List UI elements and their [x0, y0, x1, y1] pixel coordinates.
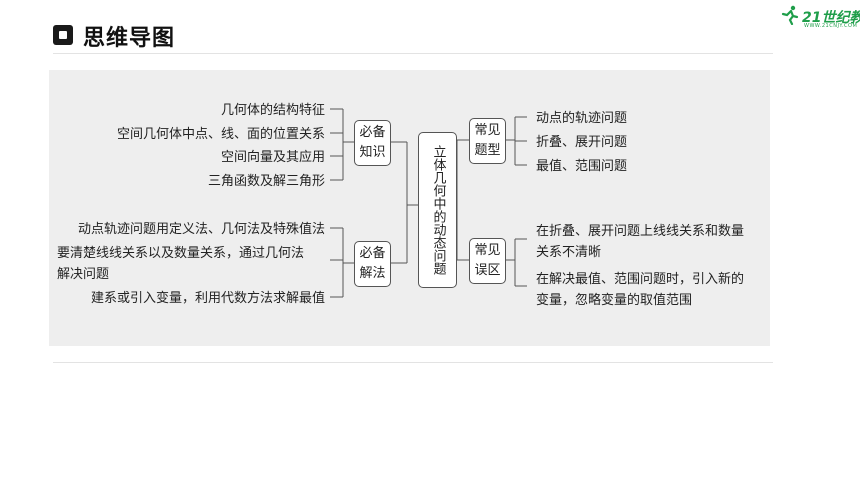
- knowledge-item: 空间几何体中点、线、面的位置关系: [116, 127, 325, 142]
- central-topic: 立体几何中的动态问题: [418, 132, 457, 288]
- footer-divider: [53, 362, 773, 363]
- node-label: 题型: [474, 143, 501, 158]
- type-item: 折叠、展开问题: [536, 135, 628, 150]
- mindmap-panel: 几何体的结构特征 空间几何体中点、线、面的位置关系 空间向量及其应用 三角函数及…: [49, 70, 770, 346]
- knowledge-item: 空间向量及其应用: [220, 150, 325, 165]
- logo-text: 21世纪教育: [802, 10, 860, 26]
- node-label: 误区: [474, 263, 501, 278]
- method-item-continued: 解决问题: [57, 267, 110, 282]
- section-icon: [53, 25, 73, 45]
- node-label: 必备: [359, 125, 386, 140]
- node-essential-knowledge: 必备 知识: [354, 120, 391, 166]
- mistake-item: 在解决最值、范围问题时，引入新的: [536, 272, 745, 287]
- node-label: 常见: [474, 123, 501, 138]
- node-label: 知识: [359, 145, 386, 160]
- mistake-item-continued: 关系不清晰: [536, 245, 602, 260]
- node-common-types: 常见 题型: [469, 118, 506, 164]
- page-title: 思维导图: [83, 26, 176, 51]
- brand-logo: 21世纪教育 WWW.21CNJY.COM: [778, 3, 860, 29]
- node-essential-methods: 必备 解法: [354, 241, 391, 287]
- node-label: 必备: [359, 246, 386, 261]
- method-item: 要清楚线线关系以及数量关系，通过几何法: [57, 246, 305, 261]
- node-label: 解法: [359, 266, 386, 281]
- node-label: 常见: [474, 243, 501, 258]
- header-divider: [53, 53, 773, 54]
- method-item: 建系或引入变量，利用代数方法求解最值: [90, 291, 325, 306]
- method-item: 动点轨迹问题用定义法、几何法及特殊值法: [77, 222, 325, 237]
- mindmap-connectors: [330, 108, 527, 298]
- knowledge-item: 三角函数及解三角形: [207, 174, 325, 189]
- type-item: 动点的轨迹问题: [536, 111, 628, 126]
- mistake-item-continued: 变量，忽略变量的取值范围: [536, 293, 693, 308]
- type-item: 最值、范围问题: [536, 159, 628, 174]
- logo-subtext: WWW.21CNJY.COM: [804, 23, 858, 29]
- knowledge-item: 几何体的结构特征: [220, 103, 325, 118]
- runner-icon: [781, 5, 799, 25]
- node-common-mistakes: 常见 误区: [469, 238, 506, 284]
- mistake-item: 在折叠、展开问题上线线关系和数量: [536, 224, 745, 239]
